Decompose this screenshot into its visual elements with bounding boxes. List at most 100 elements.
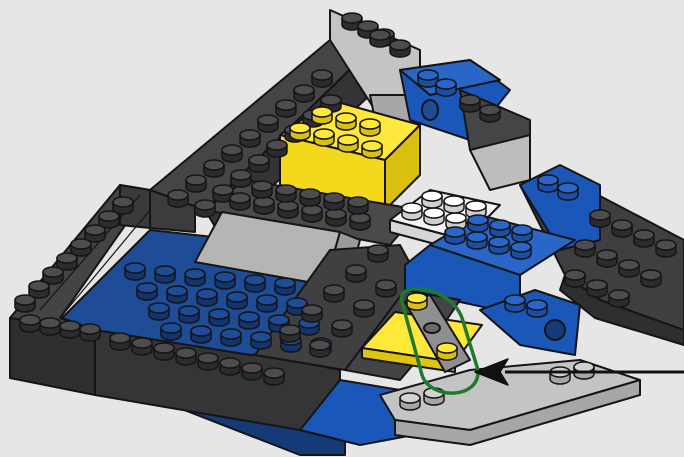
floor-stud xyxy=(221,329,241,346)
wall-stud xyxy=(220,358,240,375)
tower-stud xyxy=(436,79,456,96)
slope-stud xyxy=(354,300,374,317)
blue-stud xyxy=(512,225,532,242)
yellow-stud xyxy=(314,129,334,146)
slope-stud xyxy=(376,280,396,297)
gray-plate-stud xyxy=(550,367,570,384)
ridge-stud xyxy=(231,170,251,187)
plate-stud xyxy=(302,205,322,222)
ridge-stud xyxy=(222,145,242,162)
wall-stud xyxy=(40,318,60,335)
slope-stud xyxy=(324,285,344,302)
ridge-stud xyxy=(276,100,296,117)
floor-stud xyxy=(239,312,259,329)
slope-stud xyxy=(332,320,352,337)
white-stud xyxy=(444,196,464,213)
plate-stud xyxy=(324,193,344,210)
blue-stud xyxy=(489,237,509,254)
ridge-stud xyxy=(267,140,287,157)
wall-stud xyxy=(110,333,130,350)
blue-stud xyxy=(468,215,488,232)
white-stud xyxy=(422,191,442,208)
floor-stud xyxy=(179,306,199,323)
blue-stud xyxy=(490,220,510,237)
ridge-stud xyxy=(249,155,269,172)
floor-stud xyxy=(155,266,175,283)
floor-stud xyxy=(275,278,295,295)
blue-stud xyxy=(445,227,465,244)
blue-stud xyxy=(538,175,558,192)
floor-stud xyxy=(215,272,235,289)
right-stud xyxy=(609,290,629,307)
right-stud xyxy=(565,270,585,287)
wall-stud xyxy=(198,353,218,370)
floor-stud xyxy=(257,295,277,312)
yellow-stud xyxy=(312,107,332,124)
blue-stud xyxy=(467,232,487,249)
right-stud xyxy=(590,210,610,227)
yellow-stud xyxy=(338,135,358,152)
wall-stud xyxy=(29,281,49,298)
floor-stud xyxy=(197,289,217,306)
right-stud xyxy=(619,260,639,277)
slope-stud xyxy=(346,265,366,282)
plate-stud xyxy=(350,213,370,230)
right-stud xyxy=(634,230,654,247)
link-stud xyxy=(407,293,427,310)
wall-stud xyxy=(154,343,174,360)
tower-stud xyxy=(460,95,480,112)
wall-stud xyxy=(43,267,63,284)
wall-stud xyxy=(57,253,77,270)
wall-stud xyxy=(132,338,152,355)
slope-stud xyxy=(368,245,388,262)
yellow-stud xyxy=(362,141,382,158)
wall-stud xyxy=(80,324,100,341)
floor-stud xyxy=(125,263,145,280)
plate-stud xyxy=(254,197,274,214)
plate-stud xyxy=(276,185,296,202)
ridge-stud xyxy=(195,200,215,217)
plate-stud xyxy=(348,197,368,214)
floor-stud xyxy=(185,269,205,286)
ridge-stud xyxy=(312,70,332,87)
wall-stud xyxy=(176,348,196,365)
floor-stud xyxy=(191,326,211,343)
technic-hole xyxy=(545,320,565,340)
right-stud xyxy=(612,220,632,237)
ridge-stud xyxy=(186,175,206,192)
yellow-stud xyxy=(290,123,310,140)
ridge-stud xyxy=(240,130,260,147)
floor-stud xyxy=(167,286,187,303)
wall-stud xyxy=(242,363,262,380)
yellow-stud xyxy=(336,113,356,130)
gray-plate-stud xyxy=(400,393,420,410)
floor-stud xyxy=(227,292,247,309)
tower-stud xyxy=(390,40,410,57)
yellow-stud xyxy=(360,119,380,136)
tower-stud xyxy=(418,70,438,87)
right-stud xyxy=(597,250,617,267)
blue-stud xyxy=(527,300,547,317)
plate-stud xyxy=(278,201,298,218)
floor-stud xyxy=(137,283,157,300)
right-stud xyxy=(641,270,661,287)
floor-stud xyxy=(209,309,229,326)
wall-stud xyxy=(20,315,40,332)
ridge-stud xyxy=(258,115,278,132)
tower-stud xyxy=(480,105,500,122)
plate-stud xyxy=(230,193,250,210)
tower-pin-hole xyxy=(422,100,438,120)
wall-stud xyxy=(99,211,119,228)
blue-stud xyxy=(511,242,531,259)
floor-stud xyxy=(149,303,169,320)
ridge-stud xyxy=(168,190,188,207)
blue-stud xyxy=(505,295,525,312)
ridge-stud xyxy=(204,160,224,177)
slope-stud xyxy=(310,340,330,357)
wall-stud xyxy=(15,295,35,312)
floor-stud xyxy=(251,332,271,349)
plate-stud xyxy=(326,209,346,226)
wall-stud xyxy=(264,368,284,385)
